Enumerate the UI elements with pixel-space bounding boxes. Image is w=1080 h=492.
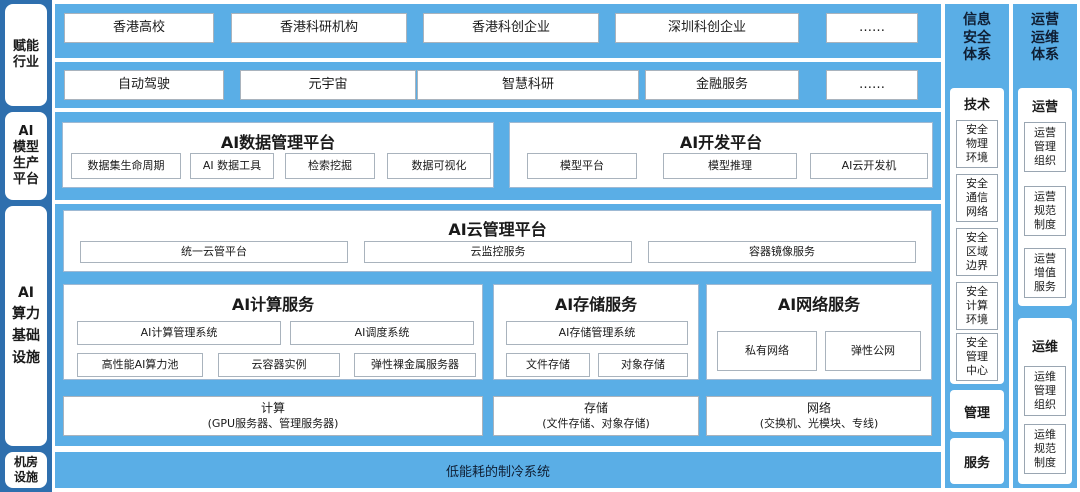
hardware-network-title: 网络 (806, 401, 831, 416)
security-physical-env: 安全 物理 环境 (956, 120, 998, 168)
ai-cloud-management-title: AI云管理平台 (448, 220, 547, 239)
industry-smart-research: 智慧科研 (417, 70, 639, 100)
hardware-storage-title: 存储 (583, 401, 608, 416)
hardware-storage: 存储 (文件存储、对象存储) (493, 396, 699, 436)
ai-data-management-title: AI数据管理平台 (220, 133, 336, 152)
hardware-compute-sub: (GPU服务器、管理服务器) (207, 416, 339, 430)
cloud-item-registry: 容器镜像服务 (648, 241, 916, 263)
ai-dev-platform: AI开发平台 模型平台 模型推理 AI云开发机 (509, 122, 933, 188)
data-item-visualization: 数据可视化 (387, 153, 491, 179)
industry-more: …… (826, 13, 918, 43)
compute-item-bare-metal: 弹性裸金属服务器 (354, 353, 476, 377)
security-management-label: 管理 (963, 405, 990, 421)
industry-metaverse: 元宇宙 (240, 70, 416, 100)
cloud-item-monitoring: 云监控服务 (364, 241, 632, 263)
ai-data-management-platform: AI数据管理平台 数据集生命周期 AI 数据工具 检索挖掘 数据可视化 (62, 122, 494, 188)
model-platform-band: AI数据管理平台 数据集生命周期 AI 数据工具 检索挖掘 数据可视化 AI开发… (55, 112, 941, 200)
compute-item-management: AI计算管理系统 (77, 321, 281, 345)
ops-operation-org: 运营 管理 组织 (1024, 122, 1066, 172)
industry-finance: 金融服务 (645, 70, 799, 100)
ai-network-service-title: AI网络服务 (777, 295, 861, 314)
ops-maintenance-rules: 运维 规范 制度 (1024, 424, 1066, 474)
network-item-eip: 弹性公网 (825, 331, 921, 371)
industry-row-2: 自动驾驶 元宇宙 智慧科研 金融服务 …… (55, 62, 941, 108)
ai-cloud-management-platform: AI云管理平台 统一云管平台 云监控服务 容器镜像服务 (63, 210, 932, 272)
ai-network-service: AI网络服务 私有网络 弹性公网 (706, 284, 932, 380)
security-service-label: 服务 (963, 455, 990, 471)
ai-dev-platform-title: AI开发平台 (679, 133, 763, 152)
ops-maintenance-panel: 运维 运维 管理 组织 运维 规范 制度 (1018, 318, 1072, 484)
ops-system-column: 运营 运维 体系 运营 运营 管理 组织 运营 规范 制度 运营 增值 服务 运… (1013, 4, 1077, 488)
label-model-platform: AI 模型 生产 平台 (5, 112, 47, 200)
compute-infra-band: AI云管理平台 统一云管平台 云监控服务 容器镜像服务 AI计算服务 AI计算管… (55, 204, 941, 446)
cooling-system-label: 低能耗的制冷系统 (445, 464, 550, 480)
compute-item-scheduler: AI调度系统 (290, 321, 474, 345)
dev-item-cloud-devbox: AI云开发机 (810, 153, 928, 179)
cooling-system-bar: 低能耗的制冷系统 (55, 452, 941, 488)
security-management-center: 安全 管理 中心 (956, 333, 998, 381)
ai-storage-service: AI存储服务 AI存储管理系统 文件存储 对象存储 (493, 284, 699, 380)
storage-item-management: AI存储管理系统 (506, 321, 688, 345)
industry-hk-tech-firms: 香港科创企业 (423, 13, 599, 43)
security-compute-env: 安全 计算 环境 (956, 282, 998, 330)
security-service-panel: 服务 (950, 438, 1004, 484)
hardware-network: 网络 (交换机、光模块、专线) (706, 396, 932, 436)
dev-item-model-inference: 模型推理 (663, 153, 797, 179)
industry-more-2: …… (826, 70, 918, 100)
data-item-retrieval: 检索挖掘 (285, 153, 375, 179)
compute-item-container: 云容器实例 (218, 353, 340, 377)
security-tech-panel: 技术 安全 物理 环境 安全 通信 网络 安全 区域 边界 安全 计算 环境 安… (950, 88, 1004, 384)
industry-sz-tech-firms: 深圳科创企业 (615, 13, 799, 43)
security-system-title: 信息 安全 体系 (963, 12, 991, 63)
security-zone-boundary: 安全 区域 边界 (956, 228, 998, 276)
label-empower-industry: 赋能 行业 (5, 4, 47, 106)
network-item-private: 私有网络 (717, 331, 817, 371)
hardware-network-sub: (交换机、光模块、专线) (759, 416, 879, 430)
hardware-storage-sub: (文件存储、对象存储) (542, 416, 650, 430)
ops-operation-panel: 运营 运营 管理 组织 运营 规范 制度 运营 增值 服务 (1018, 88, 1072, 306)
label-compute-infra: AI 算力 基础 设施 (5, 206, 47, 446)
industry-hk-research: 香港科研机构 (231, 13, 407, 43)
industry-row-1: 香港高校 香港科研机构 香港科创企业 深圳科创企业 …… (55, 4, 941, 58)
hardware-compute: 计算 (GPU服务器、管理服务器) (63, 396, 483, 436)
ops-operation-title: 运营 (1031, 100, 1058, 115)
ops-system-title: 运营 运维 体系 (1031, 12, 1059, 63)
storage-item-file: 文件存储 (506, 353, 590, 377)
compute-item-pool: 高性能AI算力池 (77, 353, 203, 377)
data-item-tools: AI 数据工具 (190, 153, 274, 179)
security-management-panel: 管理 (950, 390, 1004, 432)
storage-item-object: 对象存储 (598, 353, 688, 377)
data-item-lifecycle: 数据集生命周期 (71, 153, 181, 179)
security-tech-title: 技术 (963, 98, 990, 113)
ops-maintenance-title: 运维 (1031, 340, 1058, 355)
industry-autonomous-driving: 自动驾驶 (64, 70, 224, 100)
ai-compute-service: AI计算服务 AI计算管理系统 AI调度系统 高性能AI算力池 云容器实例 弹性… (63, 284, 483, 380)
dev-item-model-platform: 模型平台 (527, 153, 637, 179)
security-comm-network: 安全 通信 网络 (956, 174, 998, 222)
ops-maintenance-org: 运维 管理 组织 (1024, 366, 1066, 416)
ops-value-added-service: 运营 增值 服务 (1024, 248, 1066, 298)
security-system-column: 信息 安全 体系 技术 安全 物理 环境 安全 通信 网络 安全 区域 边界 安… (945, 4, 1009, 488)
industry-hk-universities: 香港高校 (64, 13, 214, 43)
ops-operation-rules: 运营 规范 制度 (1024, 186, 1066, 236)
hardware-compute-title: 计算 (260, 401, 285, 416)
ai-storage-service-title: AI存储服务 (554, 295, 638, 314)
cloud-item-unified: 统一云管平台 (80, 241, 348, 263)
ai-compute-service-title: AI计算服务 (231, 295, 315, 314)
label-facility: 机房 设施 (5, 452, 47, 488)
